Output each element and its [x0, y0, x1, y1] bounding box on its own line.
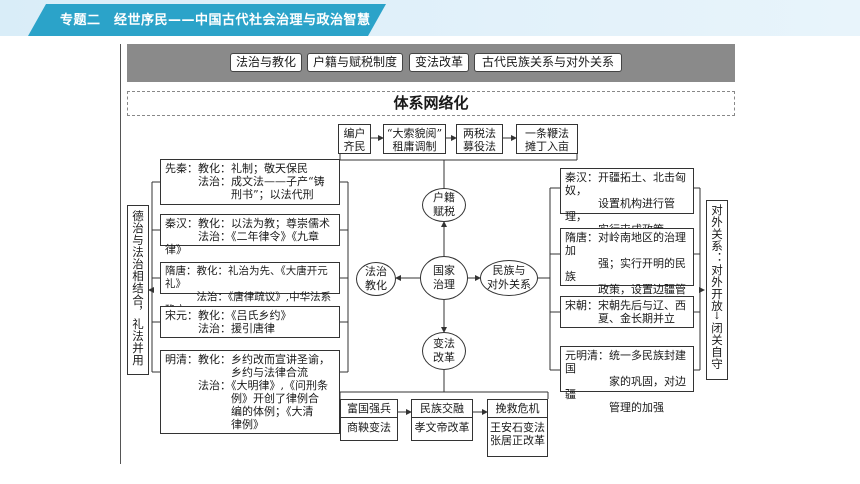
chain-yitiaobian: 一条鞭法摊丁入亩 [516, 124, 578, 154]
node-center[interactable]: 国家治理 [420, 256, 468, 300]
chain-minzujiaorong: 民族交融 孝文帝改革 [411, 399, 473, 441]
period-r-suitang: 隋唐：对岭南地区的治理加 强；实行开明的民族 政策，设置边疆管理 机构 [560, 228, 694, 322]
period-qinhan: 秦汉：教化：以法为教；尊崇儒术 法治：《二年律令》《九章律》 [160, 214, 340, 256]
period-suitang: 隋唐：教化：礼治为先、《大唐开元礼》 法治：《唐律疏议》,中华法系确立 [160, 262, 340, 316]
chain-fuguo: 富国强兵 商鞅变法 [340, 399, 398, 441]
period-xianqin: 先秦：教化：礼制；敬天保民 法治：成文法——子产“铸 刑书”；以法代刑 [160, 159, 340, 205]
right-summary: 对外关系：对外开放 ↓ 闭关自守 [706, 200, 728, 380]
guide-line [120, 44, 121, 464]
period-songyuan: 宋元：教化：《吕氏乡约》 法治：援引唐律 [160, 306, 340, 338]
node-minzu[interactable]: 民族与对外关系 [480, 260, 538, 296]
node-bianfa[interactable]: 变法改革 [422, 332, 466, 370]
period-r-yuanmingqing: 元明清：统一多民族封建国 家的巩固，对边疆 管理的加强 [560, 346, 694, 414]
node-huji[interactable]: 户籍赋税 [422, 188, 466, 222]
arrow-down-icon: ↓ [712, 311, 722, 322]
network-title: 体系网络化 [393, 94, 469, 112]
chain-bianhu: 编户齐民 [338, 124, 371, 154]
network-title-box: 体系网络化 [127, 91, 735, 116]
chain-wanjiu: 挽救危机 王安石变法 张居正改革 [487, 399, 548, 457]
period-r-song: 宋朝：宋朝先后与辽、西 夏、金长期并立 [560, 296, 694, 328]
period-r-qinhan: 秦汉：开疆拓土、北击匈奴， 设置机构进行管理， 实行屯戍政策 [560, 168, 694, 236]
page-title: 专题二 经世序民——中国古代社会治理与政治智慧 [60, 13, 371, 28]
header-tab [28, 4, 386, 36]
chain-liangshui: 两税法募役法 [456, 124, 503, 154]
topic-huji[interactable]: 户籍与赋税制度 [307, 53, 403, 72]
period-mingqing: 明清：教化：乡约改而宣讲圣谕， 乡约与法律合流 法治：《大明律》,《问刑条 例》… [160, 350, 340, 434]
left-summary: 德治与法治相结合，礼法并用 [127, 205, 149, 375]
chain-dasuo: “大索貌阅”租庸调制 [383, 124, 446, 154]
topic-minzu[interactable]: 古代民族关系与对外关系 [474, 53, 622, 72]
topic-fazhi[interactable]: 法治与教化 [230, 53, 302, 72]
node-fazhi[interactable]: 法治教化 [356, 262, 396, 296]
topic-bianfa[interactable]: 变法改革 [409, 53, 469, 72]
